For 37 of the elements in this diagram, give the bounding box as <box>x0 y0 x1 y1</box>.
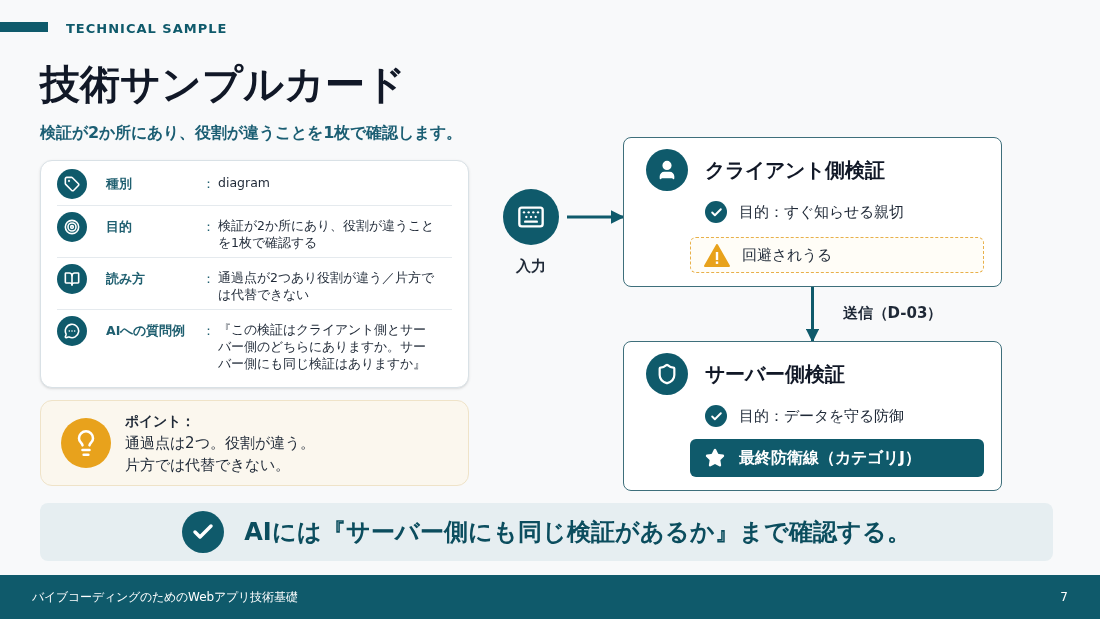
page-title: 技術サンプルカード <box>40 60 406 109</box>
footer-bar <box>0 575 1100 619</box>
field-label: 種別 <box>106 175 133 193</box>
page-number: 7 <box>1060 589 1068 606</box>
warning-text: 回避されうる <box>742 244 832 266</box>
box-heading: クライアント側検証 <box>705 157 885 184</box>
separator-colon: ： <box>202 175 216 193</box>
process-box <box>623 341 1002 491</box>
purpose-text: 目的：すぐ知らせる親切 <box>739 202 904 223</box>
section-tag: TECHNICAL SAMPLE <box>66 19 228 39</box>
field-value: 検証が2か所にあり、役割が違うことを1枚で確認する <box>218 217 435 251</box>
field-value: diagram <box>218 174 271 191</box>
highlight-bar <box>690 439 984 477</box>
separator-colon: ： <box>202 218 216 236</box>
arrow <box>805 287 820 343</box>
info-card <box>40 160 469 388</box>
tip-heading: ポイント： <box>125 411 196 431</box>
footer-text: バイブコーディングのためのWebアプリ技術基礎 <box>32 589 299 606</box>
warning-box <box>690 237 984 273</box>
subtitle: 検証が2か所にあり、役割が違うことを1枚で確認します。 <box>40 122 463 144</box>
field-label: 目的 <box>106 218 133 236</box>
separator-colon: ： <box>202 322 216 340</box>
purpose-text: 目的：データを守る防御 <box>739 406 904 427</box>
node-label: 入力 <box>516 256 546 277</box>
field-label: 読み方 <box>106 270 146 288</box>
separator-colon: ： <box>202 270 216 288</box>
box-heading: サーバー側検証 <box>705 361 845 388</box>
highlight-text: 最終防衛線（カテゴリJ） <box>739 447 921 469</box>
process-box <box>623 137 1002 287</box>
tip-text: 通過点は2つ。役割が違う。片方では代替できない。 <box>125 432 315 476</box>
field-label: AIへの質問例 <box>106 322 187 340</box>
field-value: 『この検証はクライアント側とサーバー側のどちらにありますか。サーバー側にも同じ検証はありますか』 <box>218 321 427 372</box>
arrow <box>567 210 625 224</box>
tip-card <box>40 400 469 486</box>
summary-banner <box>40 503 1053 561</box>
summary-text: AIには『サーバー側にも同じ検証があるか』まで確認する。 <box>244 517 911 548</box>
field-value: 通過点が2つあり役割が違う／片方では代替できない <box>218 269 435 303</box>
